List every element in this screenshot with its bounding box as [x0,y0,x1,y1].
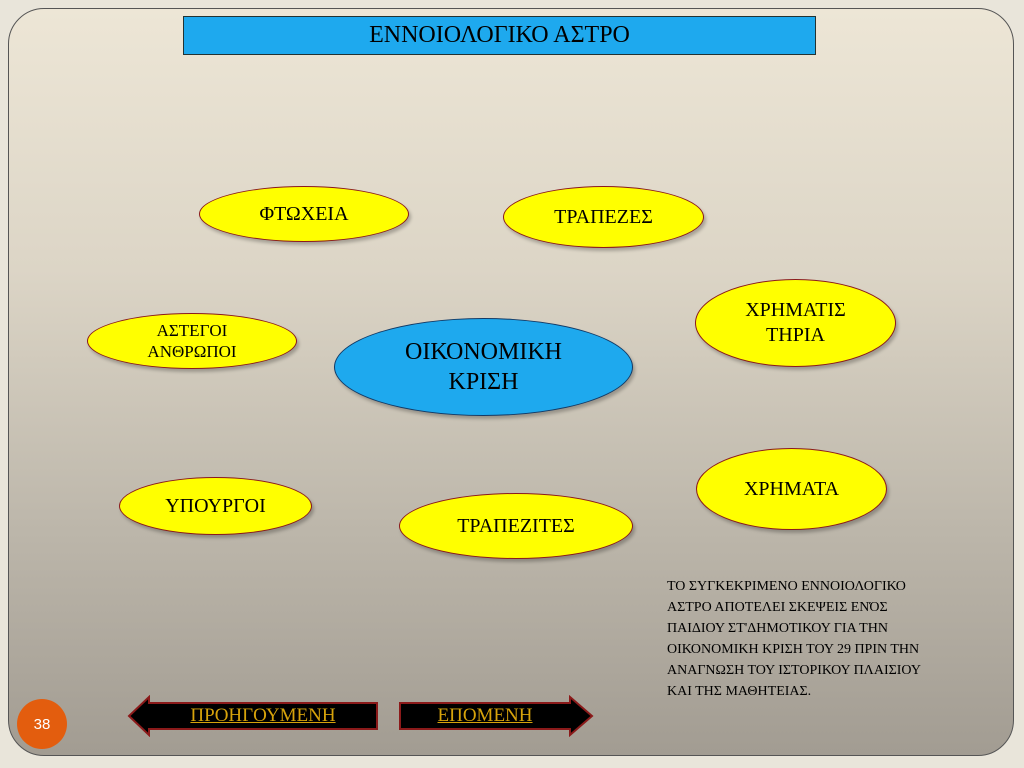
concept-ftoxeia-label: ΦΤΩΧΕΙΑ [259,202,349,225]
concept-center-oikonomiki-krisi: ΟΙΚΟΝΟΜΙΚΗ ΚΡΙΣΗ [334,318,633,416]
concept-xrimata: ΧΡΗΜΑΤΑ [696,448,887,530]
next-button-label: ΕΠΟΜΕΝΗ [437,705,533,726]
concept-trapezes-label: ΤΡΑΠΕΖΕΣ [554,205,653,228]
concept-astegoi-line2: ΑΝΘΡΩΠΟΙ [147,342,237,361]
concept-astegoi: ΑΣΤΕΓΟΙ ΑΝΘΡΩΠΟΙ [87,313,297,369]
slide-title-text: ΕΝΝΟΙΟΛΟΓΙΚΟ ΑΣΤΡΟ [369,22,630,48]
center-line2: ΚΡΙΣΗ [448,369,519,395]
note-line: ΑΣΤΡΟ ΑΠΟΤΕΛΕΙ ΣΚΕΨΕΙΣ ΕΝΌΣ [667,600,888,615]
right-arrow-icon [399,695,594,737]
concept-xrimatistiria-line1: ΧΡΗΜΑΤΙΣ [745,299,846,321]
concept-ypourgoi-label: ΥΠΟΥΡΓΟΙ [165,494,266,517]
note-line: ΚΑΙ ΤΗΣ ΜΑΘΗΤΕΙΑΣ. [667,684,812,699]
concept-xrimata-label: ΧΡΗΜΑΤΑ [743,477,840,500]
note-line: ΤΟ ΣΥΓΚΕΚΡΙΜΕΝΟ ΕΝΝΟΙΟΛΟΓΙΚΟ [667,579,906,594]
page-number: 38 [33,715,51,733]
previous-button[interactable]: ΠΡΟΗΓΟΥΜΕΝΗ [127,695,379,737]
concept-trapezites: ΤΡΑΠΕΖΙΤΕΣ [399,493,633,559]
concept-ypourgoi: ΥΠΟΥΡΓΟΙ [119,477,312,535]
concept-trapezes: ΤΡΑΠΕΖΕΣ [503,186,704,248]
explanatory-note: ΤΟ ΣΥΓΚΕΚΡΙΜΕΝΟ ΕΝΝΟΙΟΛΟΓΙΚΟ ΑΣΤΡΟ ΑΠΟΤΕ… [667,576,987,702]
concept-astegoi-line1: ΑΣΤΕΓΟΙ [156,320,228,340]
next-button[interactable]: ΕΠΟΜΕΝΗ [398,695,594,737]
slide-title: ΕΝΝΟΙΟΛΟΓΙΚΟ ΑΣΤΡΟ [183,16,816,55]
note-line: ΟΙΚΟΝΟΜΙΚΗ ΚΡΙΣΗ ΤΟΥ 29 ΠΡΙΝ ΤΗΝ [667,642,920,657]
page-number-badge: 38 [17,699,67,749]
center-line1: ΟΙΚΟΝΟΜΙΚΗ [405,339,562,365]
concept-trapezites-label: ΤΡΑΠΕΖΙΤΕΣ [457,514,575,537]
concept-xrimatistiria-line2: ΤΗΡΙΑ [766,324,825,346]
previous-button-label: ΠΡΟΗΓΟΥΜΕΝΗ [190,705,336,726]
note-line: ΑΝΑΓΝΩΣΗ ΤΟΥ ΙΣΤΟΡΙΚΟΥ ΠΛΑΙΣΙΟΥ [667,663,921,678]
concept-ftoxeia: ΦΤΩΧΕΙΑ [199,186,409,242]
note-line: ΠΑΙΔΙΟΥ ΣΤ'ΔΗΜΟΤΙΚΟΥ ΓΙΑ ΤΗΝ [667,621,888,636]
left-arrow-icon [127,695,378,737]
concept-xrimatistiria: ΧΡΗΜΑΤΙΣ ΤΗΡΙΑ [695,279,896,367]
